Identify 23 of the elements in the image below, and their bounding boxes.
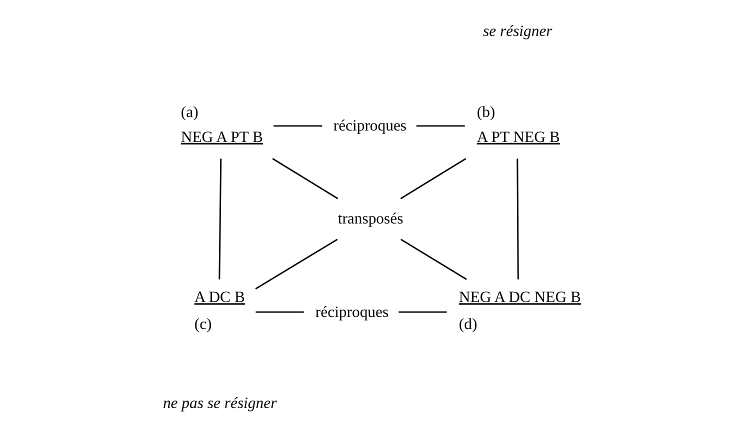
node-text: A DC B: [194, 289, 244, 306]
node-text: NEG A PT B: [180, 128, 262, 146]
connector: [400, 238, 466, 280]
connector: [400, 158, 466, 200]
connector: [272, 158, 338, 200]
node-text: NEG A DC NEG B: [458, 289, 580, 306]
label: ne pas se résigner: [162, 395, 276, 412]
connector: [516, 158, 518, 280]
connector: [254, 238, 338, 290]
label: se résigner: [482, 22, 552, 40]
node-text: réciproques: [332, 118, 406, 135]
node-label: (c): [194, 316, 212, 334]
node-label: (d): [458, 316, 477, 334]
connector: [255, 311, 304, 313]
connector: [218, 158, 222, 280]
node-text: transposés: [337, 210, 403, 228]
connector: [398, 311, 446, 313]
node-text: réciproques: [314, 304, 388, 321]
connector: [416, 125, 464, 127]
node-label: (b): [476, 104, 495, 122]
node-text: A PT NEG B: [476, 128, 560, 146]
connector: [273, 125, 322, 127]
node-label: (a): [180, 104, 198, 122]
